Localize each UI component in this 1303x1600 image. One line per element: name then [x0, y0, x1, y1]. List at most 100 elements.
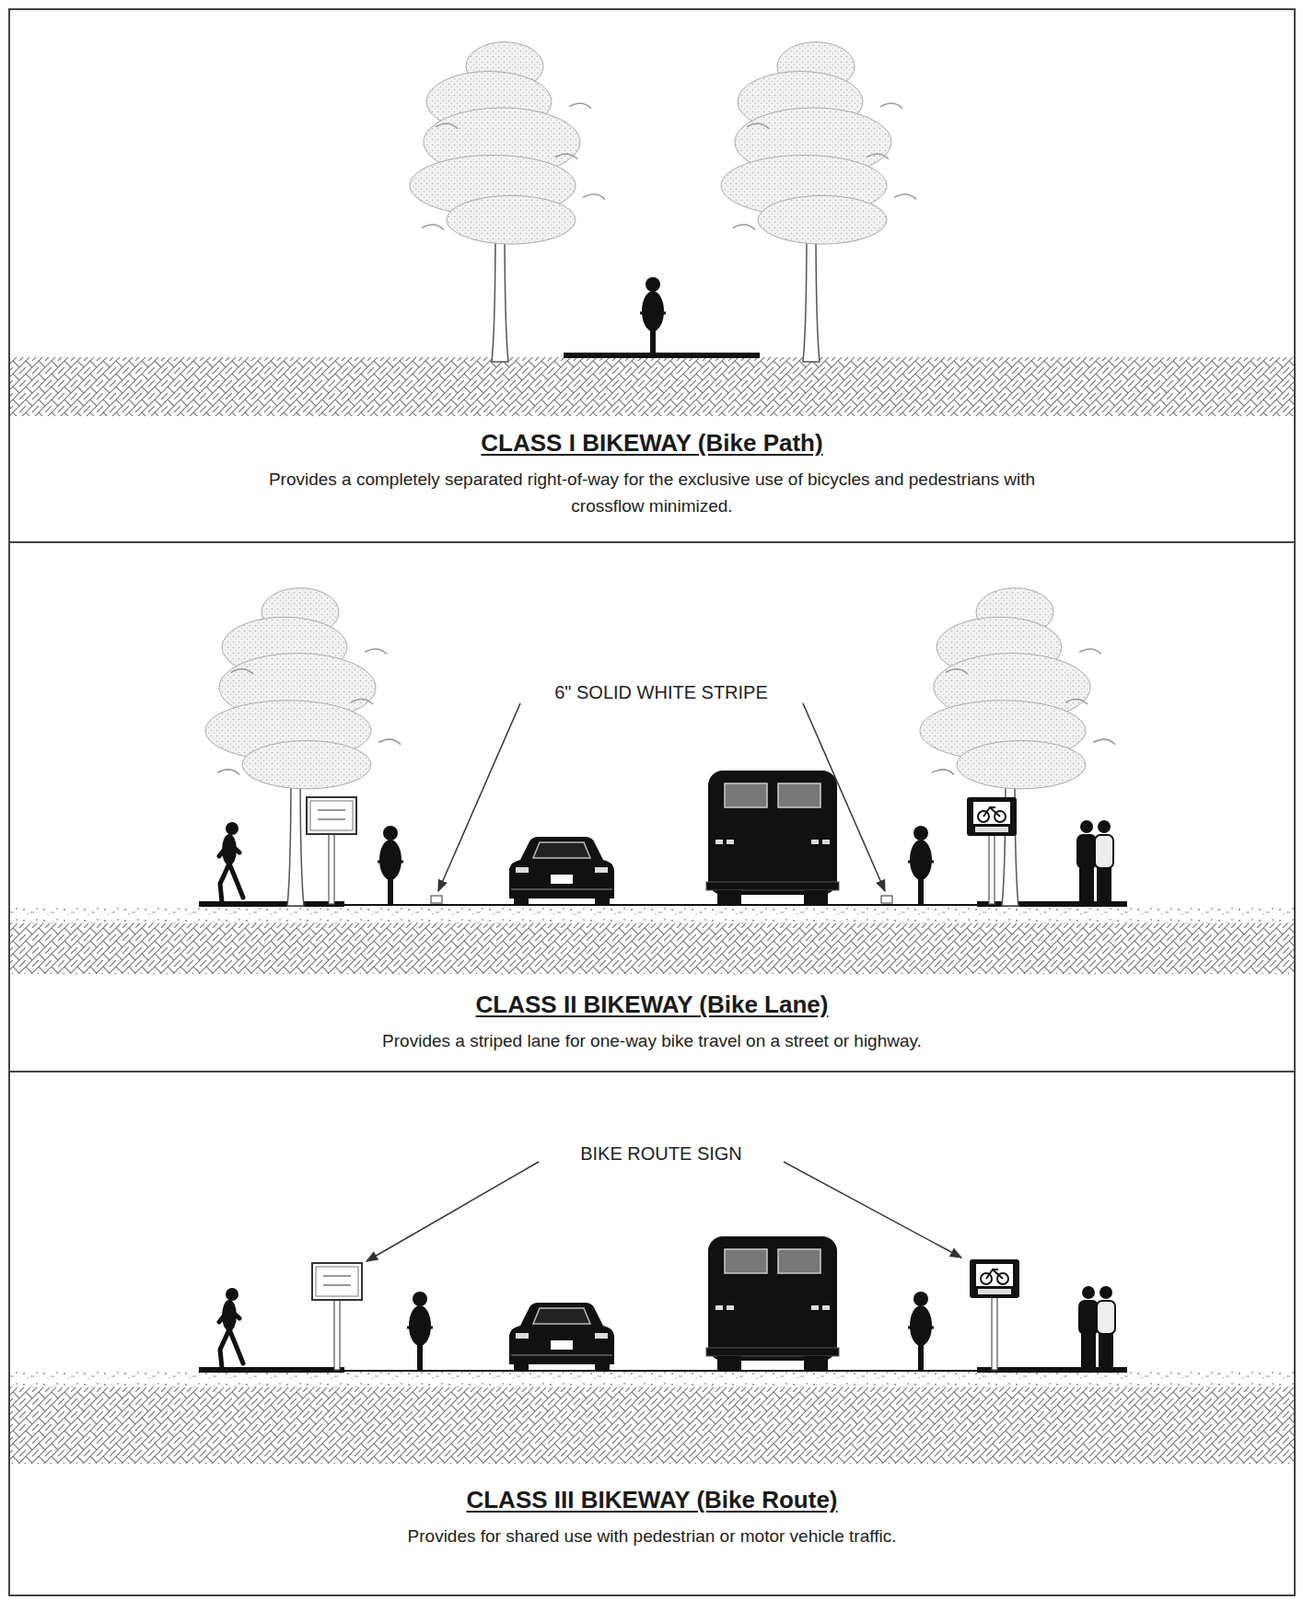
sign-plate	[977, 1289, 1012, 1295]
bumper	[511, 888, 613, 891]
bicycle-wheel	[918, 1342, 924, 1371]
bus	[706, 770, 839, 907]
tree	[205, 588, 401, 907]
cyclist	[377, 826, 404, 905]
wheel	[717, 1356, 742, 1373]
car	[509, 837, 615, 907]
wheel	[803, 1356, 828, 1373]
tree-wisp	[217, 769, 240, 776]
tree-canopy	[956, 740, 1086, 789]
class-heading: CLASS I BIKEWAY (Bike Path)	[480, 428, 823, 459]
tree-wisp	[435, 123, 458, 129]
person-body	[1077, 835, 1096, 869]
bus-bumper	[706, 1348, 839, 1357]
bus-light	[715, 1305, 723, 1311]
rider-body	[641, 290, 664, 332]
handlebar	[907, 1326, 934, 1330]
tree-wisp	[421, 224, 444, 231]
rider-head	[913, 826, 929, 841]
tree	[409, 42, 605, 362]
class-caption: Provides a striped lane for one-way bike…	[246, 1027, 1058, 1055]
sign-mark	[317, 809, 346, 812]
bus-light	[726, 839, 734, 845]
rider-head	[913, 1291, 929, 1307]
sign-face	[306, 797, 357, 835]
rider-head	[645, 277, 661, 292]
handlebar	[639, 312, 666, 315]
wheel	[717, 890, 742, 907]
person-legs	[1098, 1333, 1114, 1369]
person-head	[1099, 1286, 1113, 1300]
wheel	[513, 896, 529, 907]
person-head	[1080, 820, 1094, 834]
tree	[919, 588, 1116, 907]
cyclist	[639, 277, 666, 356]
bumper	[511, 1354, 613, 1357]
class-caption: Provides for shared use with pedestrian …	[246, 1523, 1058, 1550]
tree-canopy	[757, 195, 887, 245]
handlebar	[377, 860, 404, 864]
sign-face	[969, 1259, 1020, 1299]
bike-route-sign	[312, 1263, 362, 1371]
tree-wisp	[880, 103, 903, 109]
tree-wisp	[231, 669, 254, 675]
white-stripe	[881, 895, 893, 904]
cyclist	[407, 1291, 433, 1371]
sign-face	[312, 1263, 362, 1301]
tree-wisp	[350, 698, 373, 705]
bus-light	[822, 1305, 830, 1311]
rider-head	[383, 826, 398, 841]
class-heading: CLASS II BIKEWAY (Bike Lane)	[476, 989, 829, 1021]
leader-line	[438, 703, 521, 892]
person-body	[1094, 835, 1114, 869]
person-legs	[1081, 1333, 1096, 1369]
leader-line	[366, 1162, 539, 1262]
bike-route-sign	[966, 797, 1017, 905]
tree-wisp	[732, 224, 756, 231]
tree-wisp	[1093, 739, 1116, 745]
class-heading: CLASS III BIKEWAY (Bike Route)	[465, 1485, 838, 1516]
cyclist	[907, 1291, 934, 1371]
bus-window	[778, 1249, 821, 1274]
ground-hatch	[10, 1387, 1294, 1465]
bus	[706, 1236, 839, 1373]
ground-hatch	[10, 357, 1294, 417]
pedestrian-runner	[219, 822, 244, 903]
rider-body	[408, 1305, 431, 1347]
license-plate	[550, 874, 573, 885]
person-head	[1081, 1286, 1095, 1300]
car-window	[533, 842, 591, 859]
sign-face	[966, 797, 1017, 837]
ground-hatch	[10, 923, 1294, 975]
tree	[721, 42, 917, 362]
sign-face-inner	[315, 1267, 359, 1297]
bus-light	[822, 839, 830, 845]
tree-wisp	[569, 103, 592, 109]
bus-body	[708, 1236, 838, 1362]
car-body	[509, 1303, 615, 1365]
car-body	[509, 837, 615, 899]
rider-body	[909, 839, 932, 881]
bike-icon-frame	[983, 807, 1001, 817]
car-window	[533, 1308, 591, 1325]
person-legs	[1079, 867, 1094, 903]
bicycle-wheel	[417, 1342, 423, 1371]
bicycle-wheel	[650, 327, 656, 356]
tree-wisp	[582, 194, 605, 200]
ground-base	[10, 1372, 1294, 1388]
person-body	[1079, 1301, 1098, 1335]
tree-wisp	[866, 153, 889, 160]
license-plate	[550, 1340, 573, 1350]
bus-window	[724, 783, 768, 808]
tree-wisp	[378, 739, 401, 745]
cyclist	[907, 826, 934, 905]
pedestrian-couple	[1077, 820, 1114, 903]
handlebar	[407, 1326, 433, 1330]
tree-wisp	[1079, 649, 1102, 655]
sign-post	[988, 834, 995, 905]
runner-limbs	[219, 843, 244, 903]
white-stripe	[430, 895, 443, 904]
bikeway-panel: CLASS II BIKEWAY (Bike Lane) Provides a s…	[8, 541, 1296, 1073]
sign-mark	[323, 1275, 351, 1278]
wheel	[594, 1362, 610, 1373]
